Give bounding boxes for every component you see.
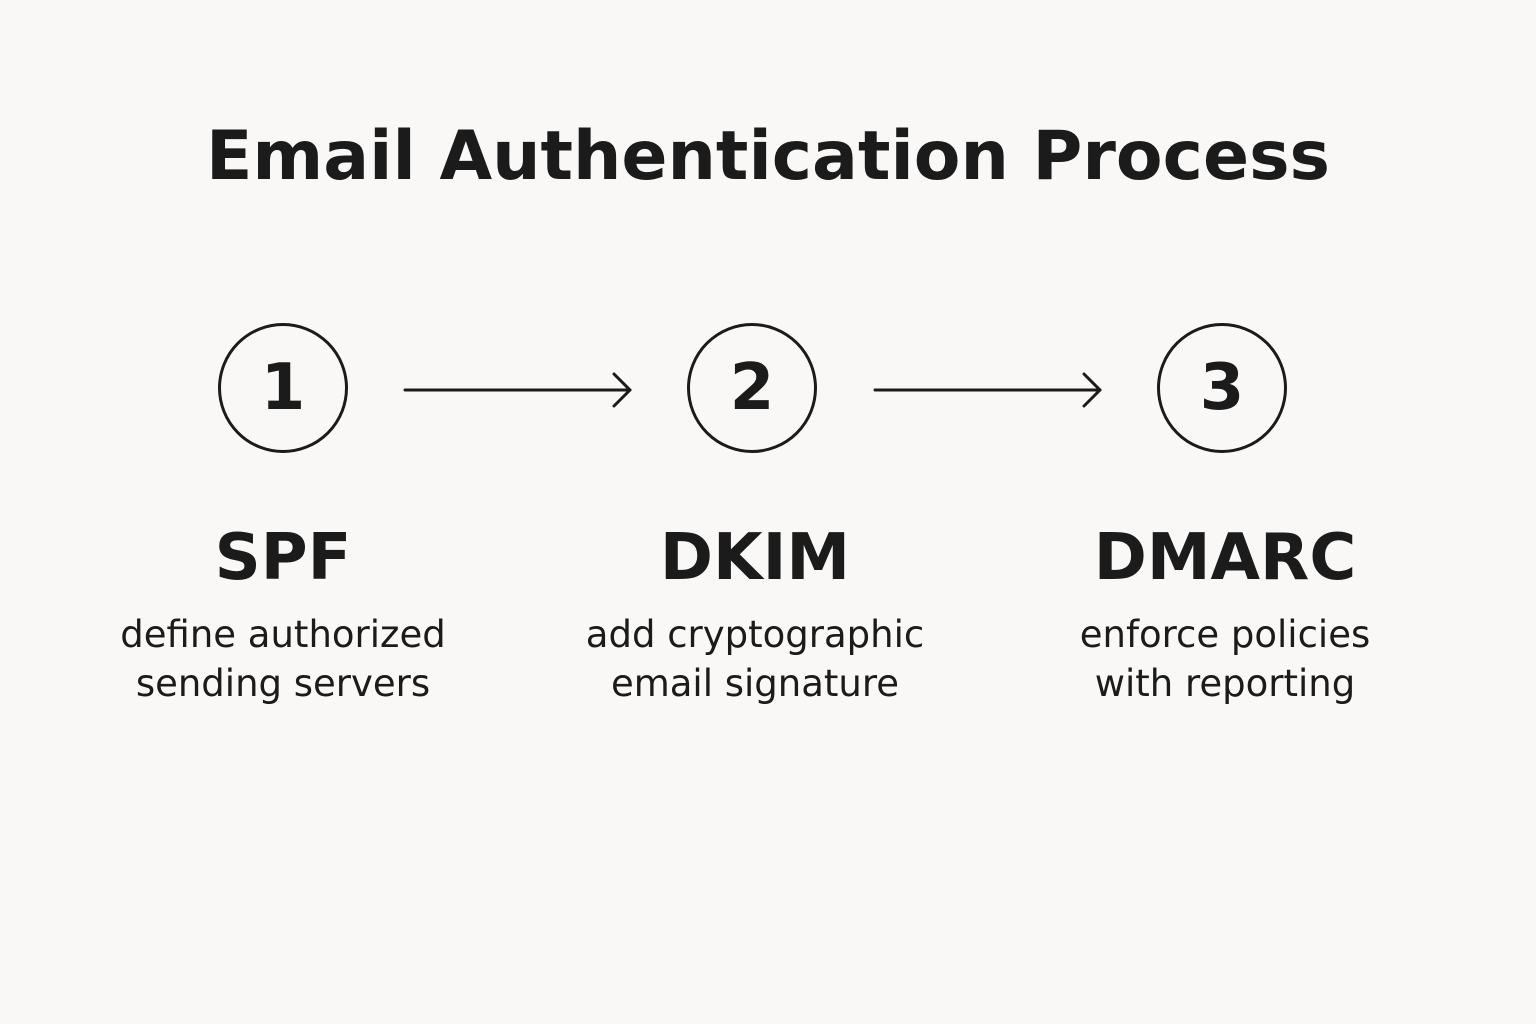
step-3-name: DMARC: [1093, 521, 1357, 595]
step-1-description-line-2: sending servers: [135, 662, 431, 705]
step-2-number-circle: 2: [687, 323, 817, 453]
step-2-description-line-2: email signature: [610, 662, 900, 705]
arrow-right-icon: [403, 372, 632, 408]
step-3-number-circle: 3: [1157, 323, 1287, 453]
diagram-title: Email Authentication Process: [205, 117, 1331, 196]
arrow-right-icon: [873, 372, 1102, 408]
step-1-name: SPF: [214, 521, 352, 595]
step-3-description-line-2: with reporting: [1094, 662, 1356, 705]
step-3-description-line-1: enforce policies: [1079, 613, 1371, 656]
step-1-number-circle: 1: [218, 323, 348, 453]
step-3-description: enforce policies with reporting: [1015, 610, 1435, 708]
step-2-description-line-1: add cryptographic: [585, 613, 925, 656]
step-1-description: define authorized sending servers: [73, 610, 493, 708]
step-1-description-line-1: define authorized: [120, 613, 446, 656]
step-2-name: DKIM: [659, 521, 851, 595]
step-3-number: 3: [1199, 351, 1245, 425]
step-2-number: 2: [729, 351, 775, 425]
step-1-number: 1: [260, 351, 306, 425]
step-2-description: add cryptographic email signature: [545, 610, 965, 708]
